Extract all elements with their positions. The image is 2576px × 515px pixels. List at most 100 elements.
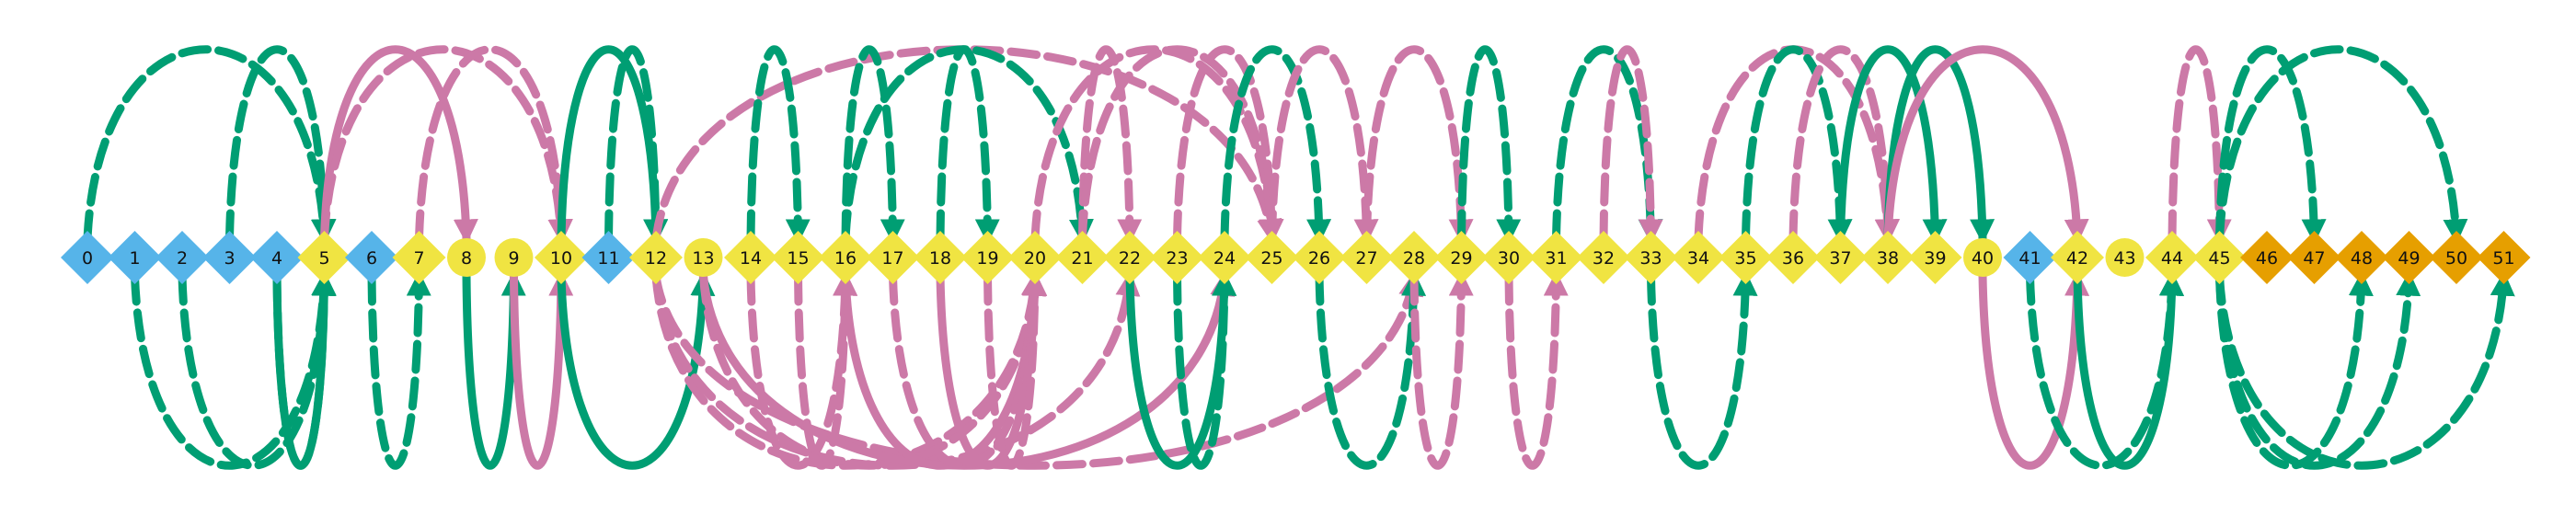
- node-50: 50: [2430, 231, 2483, 284]
- node-shape-diamond: [2382, 231, 2436, 284]
- node-22: 22: [1103, 231, 1156, 284]
- node-30: 30: [1482, 231, 1535, 284]
- node-25: 25: [1245, 231, 1299, 284]
- node-label: 40: [1972, 248, 1994, 269]
- node-shape-diamond: [1293, 231, 1346, 284]
- edge-36-to-38: [1788, 45, 1901, 245]
- node-label: 9: [508, 248, 519, 269]
- edge-10-to-13: [557, 270, 716, 470]
- node-label: 39: [1924, 248, 1946, 269]
- node-44: 44: [2145, 231, 2199, 284]
- edge-27-to-29: [1363, 45, 1474, 245]
- node-5: 5: [297, 231, 351, 284]
- node-31: 31: [1529, 231, 1583, 284]
- node-35: 35: [1719, 231, 1773, 284]
- edge-9-to-10: [510, 270, 574, 470]
- node-shape-diamond: [1103, 231, 1156, 284]
- node-20: 20: [1008, 231, 1062, 284]
- edge-38-to-42: [1883, 45, 2089, 245]
- node-shape-diamond: [1766, 231, 1820, 284]
- node-label: 0: [82, 248, 93, 269]
- node-shape-diamond: [1245, 231, 1299, 284]
- node-shape-diamond: [866, 231, 920, 284]
- node-6: 6: [345, 231, 398, 284]
- edge-8-to-9: [462, 270, 526, 470]
- node-42: 42: [2051, 231, 2104, 284]
- edge-13-to-24: [699, 270, 1236, 470]
- edge-2-to-5: [178, 270, 337, 470]
- node-14: 14: [724, 231, 777, 284]
- node-shape-diamond: [1813, 231, 1868, 284]
- edge-13-to-20: [699, 270, 1047, 470]
- node-label: 21: [1071, 248, 1093, 269]
- node-shape-diamond: [581, 231, 636, 284]
- edge-28-to-29: [1409, 270, 1474, 470]
- node-label: 16: [834, 248, 857, 269]
- node-label: 47: [2303, 248, 2325, 269]
- edge-44-to-45: [2168, 45, 2232, 245]
- node-29: 29: [1434, 231, 1489, 284]
- node-label: 36: [1782, 248, 1804, 269]
- edge-1-to-5: [131, 270, 337, 470]
- node-7: 7: [392, 231, 446, 284]
- node-3: 3: [202, 231, 257, 284]
- edge-21-to-25: [1078, 45, 1284, 245]
- node-38: 38: [1861, 231, 1915, 284]
- node-shape-diamond: [2145, 231, 2199, 284]
- node-label: 43: [2113, 248, 2135, 269]
- node-8: 8: [447, 238, 486, 277]
- edge-40-to-42: [1978, 270, 2090, 470]
- node-9: 9: [494, 238, 534, 277]
- node-shape-circle: [1963, 238, 2002, 277]
- edge-5-to-10: [320, 45, 573, 245]
- node-label: 19: [976, 248, 998, 269]
- node-label: 24: [1213, 248, 1236, 269]
- node-18: 18: [914, 231, 967, 284]
- node-label: 22: [1119, 248, 1141, 269]
- node-shape-diamond: [2003, 231, 2057, 284]
- node-26: 26: [1293, 231, 1346, 284]
- node-shape-diamond: [1577, 231, 1630, 284]
- edge-3-to-5: [225, 45, 337, 245]
- node-shape-diamond: [1719, 231, 1773, 284]
- node-label: 2: [177, 248, 188, 269]
- node-32: 32: [1577, 231, 1630, 284]
- node-label: 37: [1829, 248, 1851, 269]
- node-16: 16: [819, 231, 872, 284]
- edge-4-to-5: [272, 270, 337, 470]
- node-19: 19: [960, 231, 1015, 284]
- node-shape-diamond: [1482, 231, 1535, 284]
- node-label: 31: [1545, 248, 1567, 269]
- node-shape-diamond: [724, 231, 777, 284]
- node-shape-diamond: [1434, 231, 1489, 284]
- node-shape-circle: [2105, 238, 2145, 277]
- node-shape-diamond: [771, 231, 825, 284]
- edge-14-to-15: [746, 45, 811, 245]
- edge-30-to-31: [1504, 270, 1569, 470]
- node-10: 10: [535, 231, 588, 284]
- node-label: 28: [1403, 248, 1425, 269]
- edge-18-to-19: [936, 45, 1000, 245]
- edge-5-to-8: [320, 45, 478, 245]
- node-41: 41: [2003, 231, 2057, 284]
- node-label: 38: [1877, 248, 1899, 269]
- node-shape-diamond: [1672, 231, 1725, 284]
- node-label: 14: [740, 248, 762, 269]
- node-label: 50: [2445, 248, 2467, 269]
- node-shape-circle: [684, 238, 723, 277]
- node-shape-diamond: [2287, 231, 2341, 284]
- node-shape-diamond: [1908, 231, 1962, 284]
- edge-45-to-49: [2215, 270, 2421, 470]
- node-label: 34: [1687, 248, 1709, 269]
- node-label: 44: [2161, 248, 2183, 269]
- node-4: 4: [250, 231, 304, 284]
- node-45: 45: [2192, 231, 2247, 284]
- node-shape-diamond: [1198, 231, 1251, 284]
- node-shape-diamond: [2051, 231, 2104, 284]
- node-label: 32: [1593, 248, 1615, 269]
- node-label: 49: [2398, 248, 2420, 269]
- node-shape-diamond: [1340, 231, 1394, 284]
- edge-29-to-30: [1457, 45, 1522, 245]
